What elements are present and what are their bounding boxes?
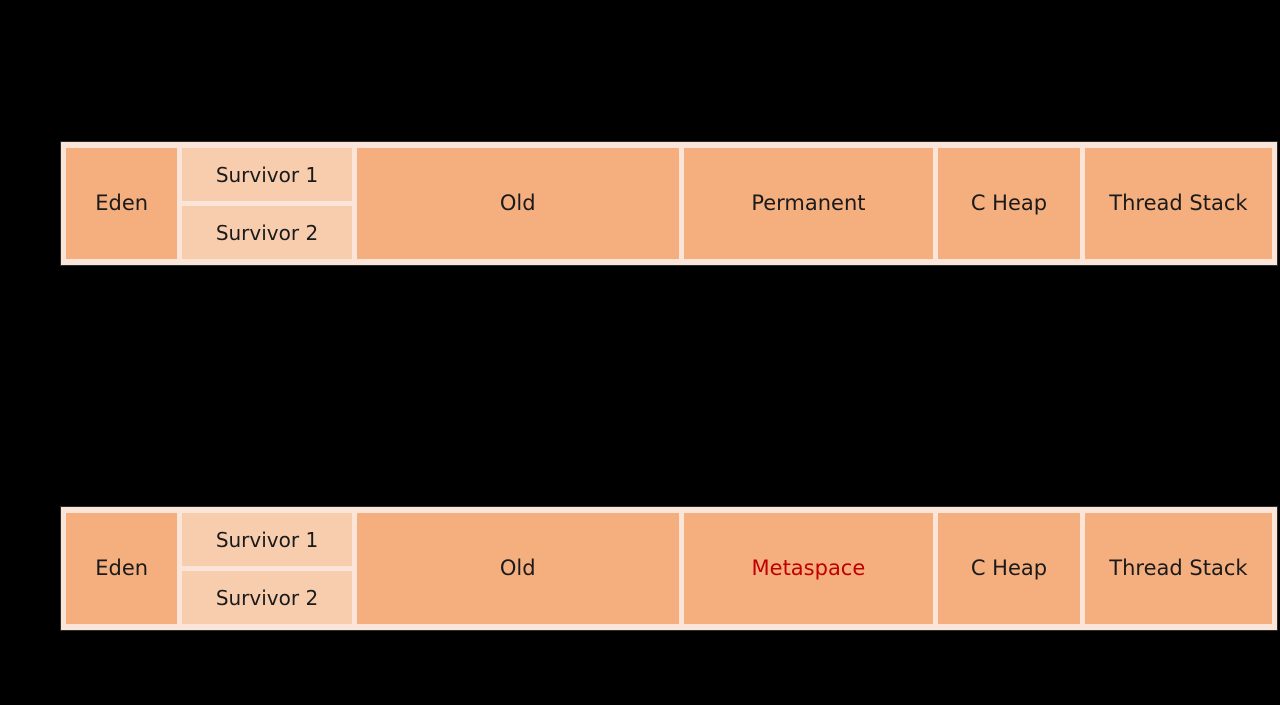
memory-region-c-heap: C Heap: [938, 148, 1080, 259]
memory-region-survivor-1: Survivor 1: [182, 148, 352, 201]
memory-region-permanent-label: Permanent: [751, 190, 866, 215]
memory-region-c-heap-label: C Heap: [970, 190, 1048, 215]
memory-region-survivor-1-label: Survivor 1: [215, 162, 319, 187]
memory-region-thread-stack: Thread Stack: [1084, 148, 1272, 259]
memory-region-old-label: Old: [499, 190, 536, 215]
memory-layout-diagram-permgen: Eden Survivor 1 Survivor 2 Old Permanent…: [60, 141, 1278, 266]
memory-region-thread-stack-label: Thread Stack: [1109, 190, 1248, 215]
memory-region-eden-label: Eden: [95, 190, 149, 215]
memory-region-survivor-group: Survivor 1 Survivor 2: [182, 513, 352, 624]
memory-region-eden: Eden: [66, 513, 178, 624]
memory-region-survivor-2-label: Survivor 2: [215, 220, 319, 245]
memory-region-eden-label: Eden: [95, 555, 149, 580]
memory-region-old: Old: [356, 148, 679, 259]
memory-layout-diagram-metaspace: Eden Survivor 1 Survivor 2 Old Metaspace…: [60, 506, 1278, 631]
memory-region-thread-stack-label: Thread Stack: [1109, 555, 1248, 580]
memory-region-c-heap: C Heap: [938, 513, 1080, 624]
memory-region-survivor-2: Survivor 2: [182, 206, 352, 259]
memory-region-survivor-1: Survivor 1: [182, 513, 352, 566]
memory-region-metaspace-label: Metaspace: [751, 555, 866, 580]
memory-region-old-label: Old: [499, 555, 536, 580]
memory-region-c-heap-label: C Heap: [970, 555, 1048, 580]
memory-region-thread-stack: Thread Stack: [1084, 513, 1272, 624]
memory-region-old: Old: [356, 513, 679, 624]
memory-region-survivor-2: Survivor 2: [182, 571, 352, 624]
memory-region-eden: Eden: [66, 148, 178, 259]
memory-region-permanent: Permanent: [683, 148, 934, 259]
memory-region-survivor-1-label: Survivor 1: [215, 527, 319, 552]
memory-region-survivor-group: Survivor 1 Survivor 2: [182, 148, 352, 259]
memory-region-survivor-2-label: Survivor 2: [215, 585, 319, 610]
memory-region-metaspace: Metaspace: [683, 513, 934, 624]
